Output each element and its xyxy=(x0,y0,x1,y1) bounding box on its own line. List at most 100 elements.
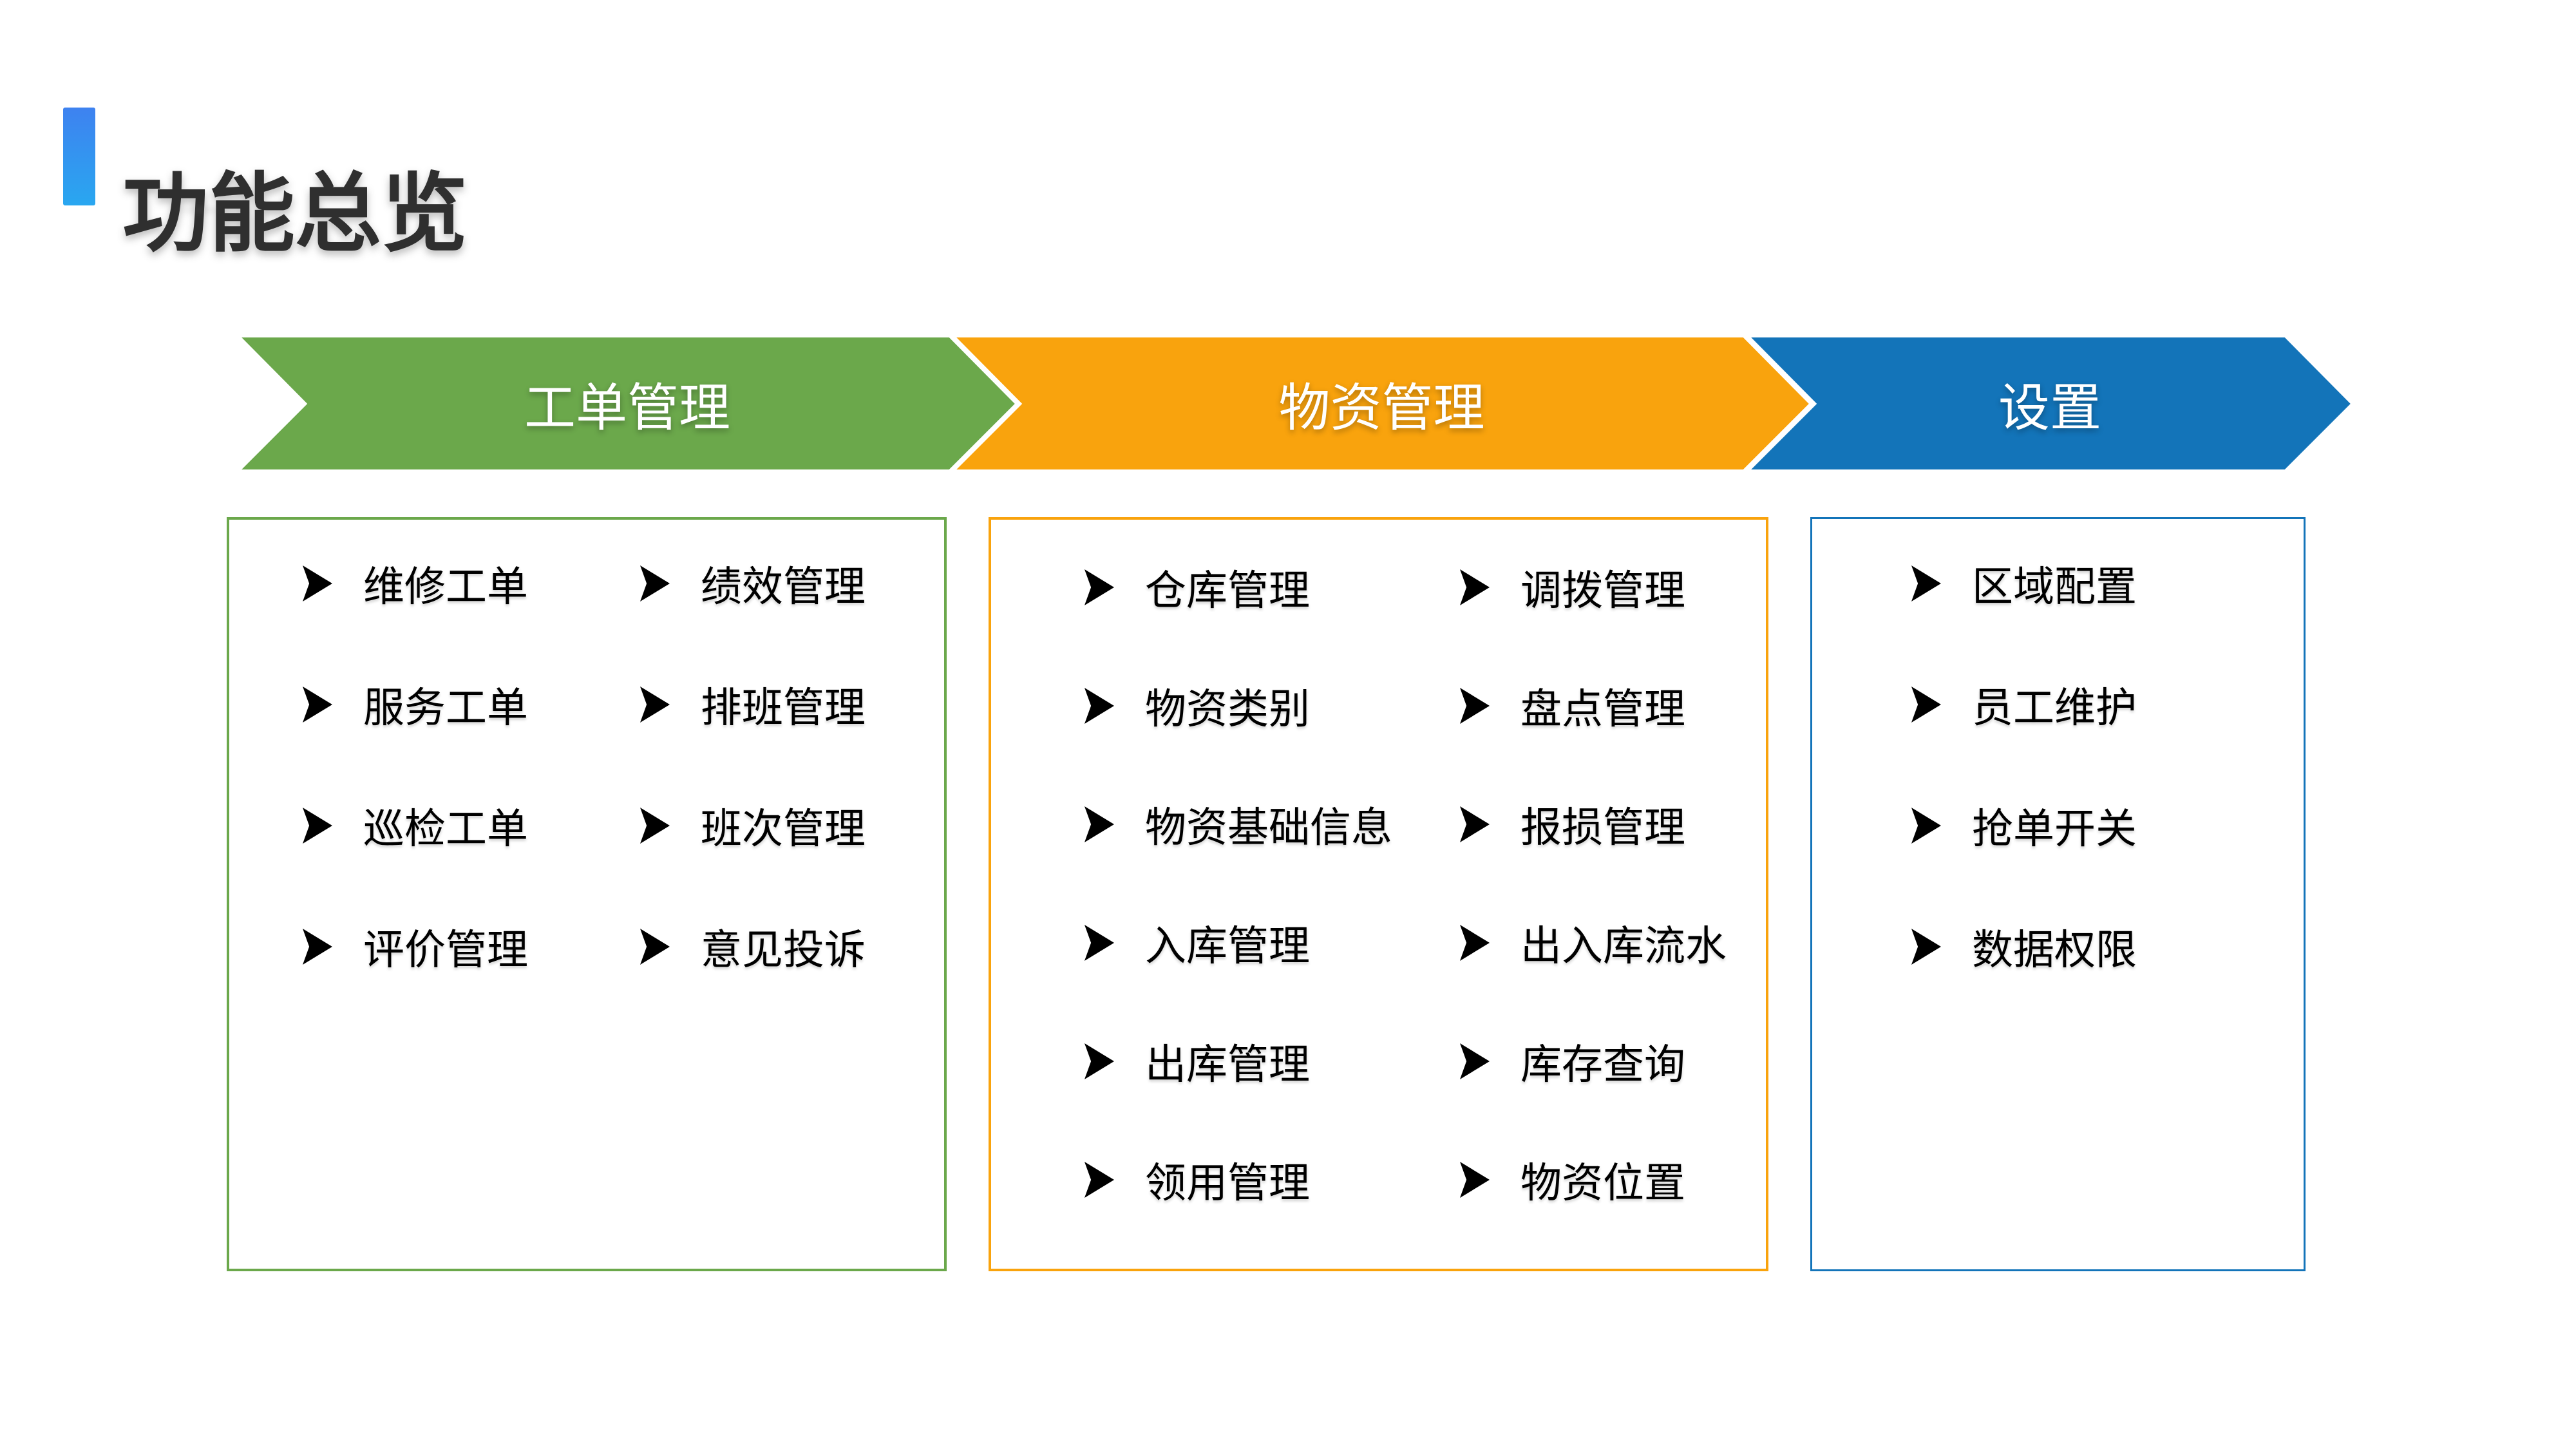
list-item: 评价管理 xyxy=(303,917,640,976)
list-row: 入库管理 出入库流水 xyxy=(1084,884,1766,1002)
list-item-label: 盘点管理 xyxy=(1520,686,1685,732)
list-item-label: 物资位置 xyxy=(1520,1160,1685,1206)
list-item: 维修工单 xyxy=(303,554,640,613)
list-item: 区域配置 xyxy=(1911,554,2137,613)
list-item-label: 领用管理 xyxy=(1145,1160,1310,1206)
list-item: 排班管理 xyxy=(640,675,944,734)
section-header-work-order: 工单管理 xyxy=(524,379,730,437)
list-item: 报损管理 xyxy=(1460,795,1766,854)
list-item-label: 物资类别 xyxy=(1145,686,1310,732)
list-item-label: 员工维护 xyxy=(1972,685,2137,731)
list-item: 绩效管理 xyxy=(640,554,944,613)
title-accent-bar xyxy=(63,108,95,205)
list-item-label: 排班管理 xyxy=(701,685,866,731)
list-item-label: 班次管理 xyxy=(701,806,866,852)
arrow-bullet-icon xyxy=(640,687,670,723)
shadow-smudge-artifact xyxy=(171,204,225,216)
list-cell: 仓库管理 xyxy=(1084,558,1460,617)
list-cell: 维修工单 xyxy=(303,554,640,613)
arrow-bullet-icon xyxy=(640,808,670,844)
arrow-bullet-icon xyxy=(1460,1043,1490,1079)
list-item: 物资类别 xyxy=(1084,676,1460,735)
list-item-label: 巡检工单 xyxy=(363,806,528,852)
arrow-bullet-icon xyxy=(1911,929,1941,965)
list-item: 库存查询 xyxy=(1460,1032,1766,1091)
arrow-bullet-icon xyxy=(1911,565,1941,601)
list-cell: 数据权限 xyxy=(1911,917,2137,976)
list-item-label: 仓库管理 xyxy=(1145,567,1310,614)
list-row: 巡检工单 班次管理 xyxy=(303,765,944,886)
list-item: 员工维护 xyxy=(1911,675,2137,734)
list-cell: 物资基础信息 xyxy=(1084,795,1460,854)
arrow-bullet-icon xyxy=(1084,1162,1114,1198)
list-item-label: 评价管理 xyxy=(363,927,528,973)
list-item: 调拨管理 xyxy=(1460,558,1766,617)
list-row: 仓库管理 调拨管理 xyxy=(1084,528,1766,647)
list-item-label: 出库管理 xyxy=(1145,1041,1310,1088)
list-item: 物资位置 xyxy=(1460,1150,1766,1209)
list-item-label: 库存查询 xyxy=(1520,1041,1685,1088)
arrow-bullet-icon xyxy=(303,929,332,965)
list-cell: 评价管理 xyxy=(303,917,640,976)
list-cell: 意见投诉 xyxy=(640,917,944,976)
list-cell: 盘点管理 xyxy=(1460,676,1766,735)
list-row: 出库管理 库存查询 xyxy=(1084,1002,1766,1121)
list-cell: 物资类别 xyxy=(1084,676,1460,735)
list-row: 数据权限 xyxy=(1911,886,2304,1007)
arrow-bullet-icon xyxy=(303,565,332,601)
list-item-label: 报损管理 xyxy=(1520,804,1685,851)
arrow-bullet-icon xyxy=(1460,1162,1490,1198)
list-item-label: 区域配置 xyxy=(1972,564,2137,610)
list-item-label: 意见投诉 xyxy=(701,927,866,973)
list-cell: 领用管理 xyxy=(1084,1150,1460,1209)
list-item: 出库管理 xyxy=(1084,1032,1460,1091)
list-cell: 抢单开关 xyxy=(1911,796,2137,855)
list-cell: 班次管理 xyxy=(640,796,944,855)
list-row: 区域配置 xyxy=(1911,523,2304,644)
list-cell: 出库管理 xyxy=(1084,1032,1460,1091)
arrow-bullet-icon xyxy=(1084,1043,1114,1079)
list-item: 巡检工单 xyxy=(303,796,640,855)
arrow-bullet-icon xyxy=(1911,687,1941,723)
list-item: 领用管理 xyxy=(1084,1150,1460,1209)
arrow-bullet-icon xyxy=(1084,925,1114,961)
list-item-label: 物资基础信息 xyxy=(1145,804,1392,851)
panel-settings: 区域配置员工维护抢单开关数据权限 xyxy=(1810,517,2306,1271)
list-item-label: 服务工单 xyxy=(363,685,528,731)
list-row: 服务工单 排班管理 xyxy=(303,644,944,765)
arrow-bullet-icon xyxy=(1084,569,1114,605)
list-item: 班次管理 xyxy=(640,796,944,855)
arrow-bullet-icon xyxy=(303,687,332,723)
list-item: 意见投诉 xyxy=(640,917,944,976)
list-item: 入库管理 xyxy=(1084,913,1460,972)
arrow-bullet-icon xyxy=(1460,569,1490,605)
list-row: 维修工单 绩效管理 xyxy=(303,523,944,644)
list-item: 出入库流水 xyxy=(1460,913,1766,972)
section-header-settings: 设置 xyxy=(1998,379,2101,437)
list-cell: 入库管理 xyxy=(1084,913,1460,972)
list-item-label: 绩效管理 xyxy=(701,564,866,610)
arrow-bullet-icon xyxy=(640,929,670,965)
arrow-bullet-icon xyxy=(1911,808,1941,844)
list-item-label: 入库管理 xyxy=(1145,923,1310,969)
list-cell: 出入库流水 xyxy=(1460,913,1766,972)
panel-material: 仓库管理 调拨管理物资类别 盘点管理物资基础信息 报损管理入库管理 出入库流水出库管理 库… xyxy=(989,517,1768,1271)
list-item: 抢单开关 xyxy=(1911,796,2137,855)
arrow-bullet-icon xyxy=(303,808,332,844)
list-cell: 排班管理 xyxy=(640,675,944,734)
list-item-label: 调拨管理 xyxy=(1520,567,1685,614)
arrow-bullet-icon xyxy=(1460,806,1490,842)
list-row: 物资基础信息 报损管理 xyxy=(1084,765,1766,884)
chevron-work-order-management xyxy=(232,334,1021,473)
list-row: 物资类别 盘点管理 xyxy=(1084,647,1766,765)
panel-work-order: 维修工单 绩效管理服务工单 排班管理巡检工单 班次管理评价管理 意见投诉 xyxy=(227,517,947,1271)
list-item: 物资基础信息 xyxy=(1084,795,1460,854)
list-cell: 员工维护 xyxy=(1911,675,2137,734)
list-item-label: 数据权限 xyxy=(1972,927,2137,973)
list-item: 数据权限 xyxy=(1911,917,2137,976)
list-item: 盘点管理 xyxy=(1460,676,1766,735)
arrow-bullet-icon xyxy=(1084,688,1114,724)
arrow-bullet-icon xyxy=(640,565,670,601)
list-item-label: 出入库流水 xyxy=(1520,923,1727,969)
